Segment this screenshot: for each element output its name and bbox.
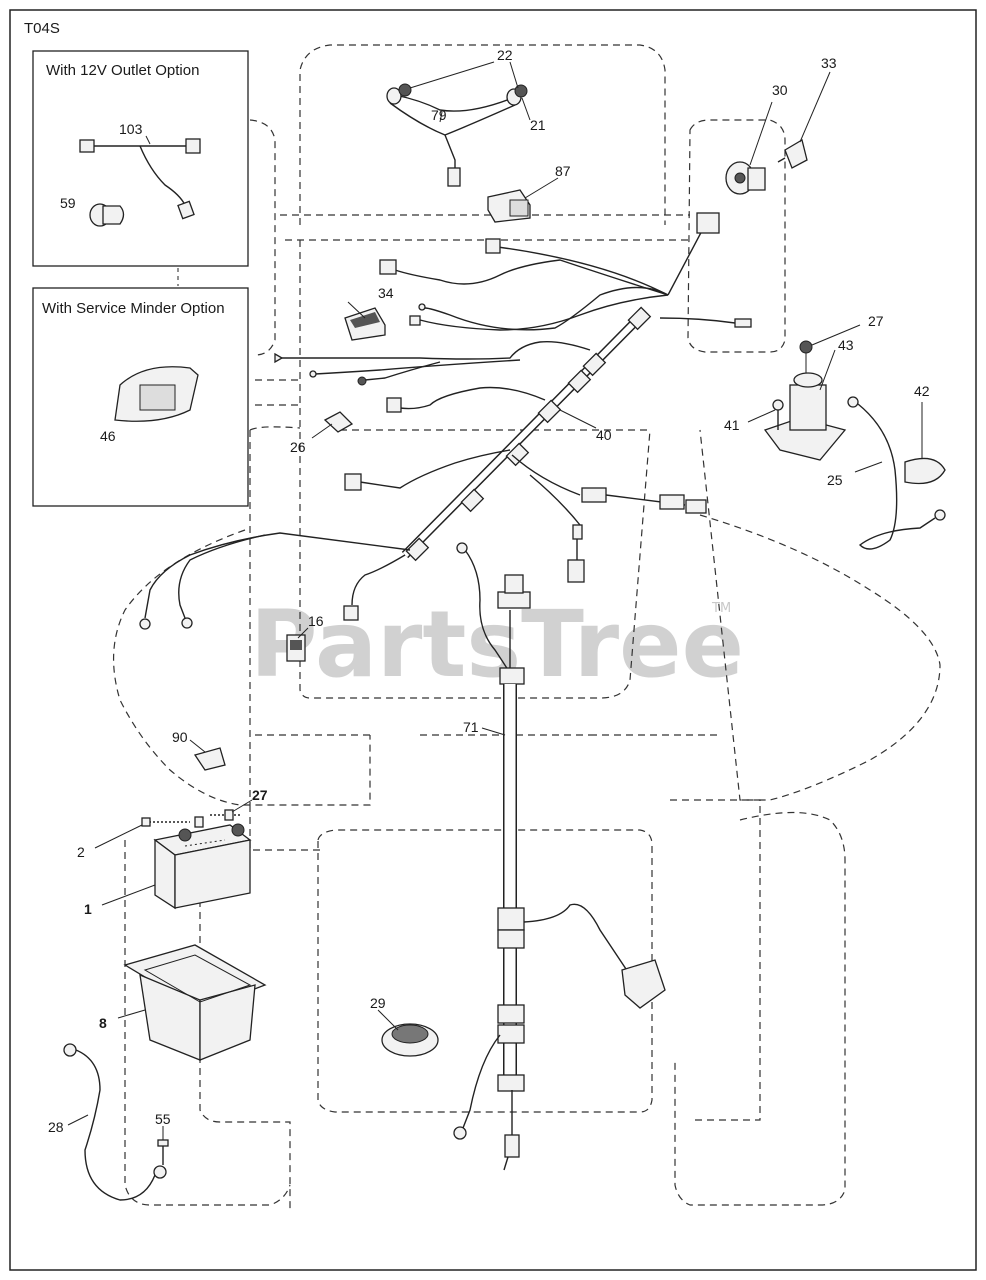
- bolt-41: [772, 399, 784, 430]
- relay-16: [286, 634, 306, 662]
- callout-42: 42: [914, 383, 930, 399]
- watermark-text: PartsTree: [250, 591, 744, 698]
- callout-16: 16: [308, 613, 324, 629]
- power-outlet-59: [89, 203, 125, 227]
- callout-90: 90: [172, 729, 188, 745]
- outlet-harness-103: [79, 138, 201, 220]
- ignition-key-33: [777, 138, 808, 169]
- service-option-title: With Service Minder Option: [42, 300, 225, 317]
- callout-labels: 22 79 21 87 30 33 103 59 46 34 26 40 27 …: [48, 47, 930, 1135]
- callout-30: 30: [772, 82, 788, 98]
- callout-71: 71: [463, 719, 479, 735]
- callout-1: 1: [84, 901, 92, 917]
- callout-79: 79: [431, 107, 447, 123]
- diagram-code: T04S: [24, 20, 60, 37]
- switch-34: [344, 307, 386, 341]
- fuse-26: [323, 411, 354, 433]
- callout-27-battery: 27: [252, 787, 268, 803]
- callout-27-top: 27: [868, 313, 884, 329]
- bolt-55: [157, 1139, 169, 1165]
- callout-28: 28: [48, 1119, 64, 1135]
- tractor-outline: [113, 44, 941, 1210]
- callout-33: 33: [821, 55, 837, 71]
- callout-87: 87: [555, 163, 571, 179]
- callout-46: 46: [100, 428, 116, 444]
- rear-harness-71: [453, 574, 666, 1171]
- callout-41: 41: [724, 417, 740, 433]
- ignition-switch-30: [725, 161, 766, 195]
- diagram-border: [9, 9, 977, 1271]
- callout-2: 2: [77, 844, 85, 860]
- headlight-harness: [386, 83, 528, 187]
- battery-1: [153, 823, 252, 910]
- callout-25: 25: [827, 472, 843, 488]
- component-29: [381, 1023, 439, 1057]
- callout-leaders: [67, 61, 923, 1140]
- callout-8: 8: [99, 1015, 107, 1031]
- outlet-option-box: With 12V Outlet Option: [32, 50, 249, 267]
- battery-tray-8: [123, 944, 267, 1061]
- callout-26: 26: [290, 439, 306, 455]
- callout-55: 55: [155, 1111, 171, 1127]
- service-option-box: With Service Minder Option: [32, 287, 249, 507]
- starter-solenoid-43: [763, 340, 847, 461]
- ground-cable-28: [63, 1043, 167, 1201]
- outlet-option-title: With 12V Outlet Option: [46, 62, 199, 79]
- service-minder-46: [114, 366, 199, 422]
- callout-59: 59: [60, 195, 76, 211]
- callout-40: 40: [596, 427, 612, 443]
- callout-21: 21: [530, 117, 546, 133]
- main-wire-harness-40: [139, 212, 752, 671]
- callout-103: 103: [119, 121, 143, 137]
- battery-cable-25: [847, 396, 946, 550]
- switch-87: [487, 189, 531, 223]
- callout-29: 29: [370, 995, 386, 1011]
- clip-90: [193, 747, 226, 771]
- terminal-boot-42: [904, 457, 946, 485]
- callout-34: 34: [378, 285, 394, 301]
- watermark-trademark: TM: [711, 601, 731, 616]
- callout-22: 22: [497, 47, 513, 63]
- callout-43: 43: [838, 337, 854, 353]
